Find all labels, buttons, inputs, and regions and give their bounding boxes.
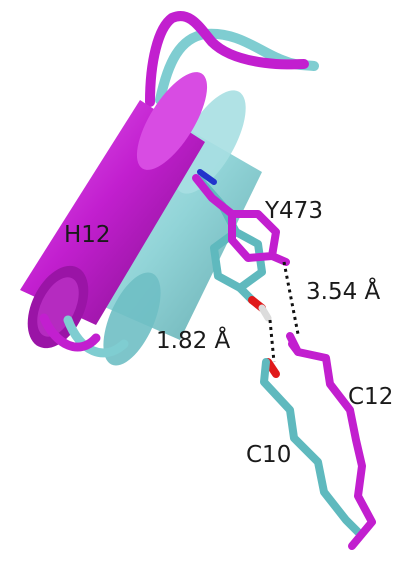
label-chain-c12: C12 <box>348 384 393 410</box>
label-residue-y473: Y473 <box>264 198 323 224</box>
c10-cyan-chain <box>260 358 362 536</box>
label-chain-c10: C10 <box>246 442 291 468</box>
cyan-loop-bottom <box>63 315 129 358</box>
magenta-loop-bottom <box>39 313 101 352</box>
label-helix-h12: H12 <box>64 222 111 248</box>
label-distance-3-54: 3.54 Å <box>306 277 381 305</box>
label-distance-1-82: 1.82 Å <box>156 326 231 354</box>
y473-magenta-sidechain <box>192 169 290 266</box>
cyan-helix-cylinder <box>84 90 262 366</box>
hbond-3-54 <box>282 261 300 335</box>
c12-magenta-chain <box>286 332 376 550</box>
magenta-ribbon-top <box>145 11 309 107</box>
hbond-1-82 <box>268 319 276 363</box>
